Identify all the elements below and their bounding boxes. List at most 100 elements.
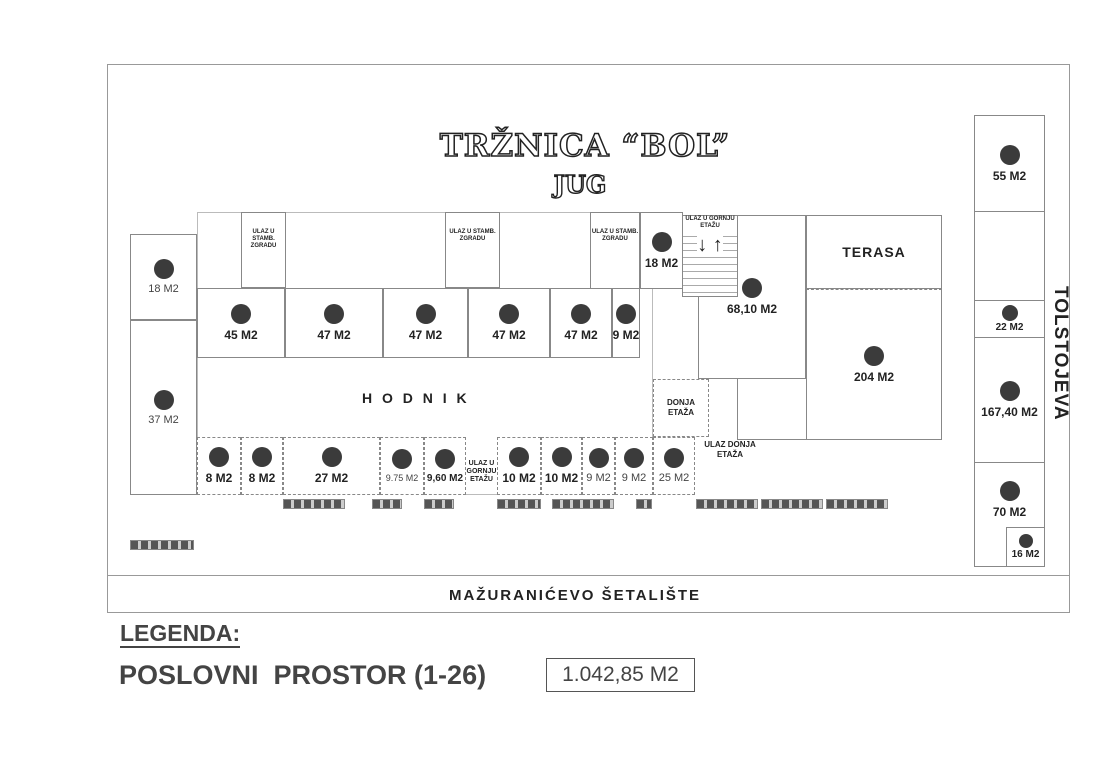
unit-area: 16 M2 [1011, 549, 1040, 560]
street-label-bottom: MAŽURANIĆEVO ŠETALIŠTE [448, 587, 702, 604]
empty-space [974, 211, 1045, 301]
building-entrance: ULAZ U STAMB. ZGRADU [241, 212, 286, 288]
unit-area: 37 M2 [148, 413, 179, 426]
unit-marker-icon [1001, 305, 1018, 321]
unit-marker-icon [664, 448, 684, 468]
lower-floor-label: DONJA ETAŽA [666, 398, 695, 417]
unit-center[interactable]: 68,10 M2 [698, 215, 806, 379]
unit-marker-icon [209, 447, 229, 467]
upper-entrance-label: ULAZ U GORNJU ETAŽU [466, 460, 497, 483]
unit-marker-icon [616, 304, 636, 324]
window-display [372, 499, 402, 509]
unit-area: 204 M2 [853, 369, 895, 384]
unit-area: 22 M2 [995, 322, 1024, 333]
unit[interactable]: 167,40 M2 [974, 337, 1045, 463]
building-entrance: ULAZ U STAMB. ZGRADU [590, 212, 640, 289]
unit-marker-icon [415, 304, 436, 324]
unit[interactable]: 47 M2 [550, 288, 612, 358]
unit[interactable]: 18 M2 [640, 212, 683, 289]
unit[interactable]: 27 M2 [283, 437, 380, 495]
unit-marker-icon [324, 304, 344, 324]
unit[interactable]: 47 M2 [468, 288, 550, 358]
unit-marker-icon [231, 304, 251, 324]
unit[interactable]: 8 M2 [197, 437, 241, 495]
unit-area: 25 M2 [658, 472, 690, 484]
unit[interactable]: 22 M2 [974, 300, 1045, 338]
hall-extension [737, 379, 807, 440]
unit-marker-icon [999, 481, 1020, 501]
unit-area: 9 M2 [586, 472, 611, 484]
unit-area: 18 M2 [644, 255, 679, 270]
unit[interactable]: 47 M2 [285, 288, 383, 358]
unit[interactable]: 8 M2 [241, 437, 283, 495]
unit-area: 9.75 M2 [385, 473, 419, 483]
unit-marker-icon [153, 389, 174, 410]
unit-marker-icon [252, 447, 272, 467]
unit[interactable]: 9 M2 [615, 437, 653, 495]
unit-marker-icon [624, 448, 644, 468]
unit-area: 27 M2 [314, 471, 349, 485]
unit-area: 10 M2 [502, 471, 536, 485]
window-display [424, 499, 454, 509]
window-display [761, 499, 823, 509]
terrace-label: TERASA [842, 244, 906, 260]
unit-hall[interactable]: 204 M2 [806, 289, 942, 440]
unit-area: 55 M2 [992, 168, 1027, 183]
unit[interactable]: 9.75 M2 [380, 437, 424, 495]
window-display [636, 499, 652, 509]
unit-left-top[interactable]: 18 M2 [130, 234, 197, 320]
window-display [497, 499, 541, 509]
unit[interactable]: 16 M2 [1006, 527, 1045, 567]
unit[interactable]: 9 M2 [612, 288, 640, 358]
unit[interactable]: 45 M2 [197, 288, 285, 358]
unit-area: 9 M2 [621, 472, 647, 484]
plan-title: TRŽNICA “BOL” [439, 127, 731, 165]
unit-area: 167,40 M2 [981, 405, 1038, 419]
unit-marker-icon [509, 447, 529, 467]
unit-marker-icon [392, 449, 412, 469]
unit[interactable]: 25 M2 [653, 437, 695, 495]
unit-area: 8 M2 [248, 471, 276, 485]
unit-area: 9,60 M2 [426, 472, 464, 484]
unit-area: 47 M2 [564, 328, 598, 342]
unit-area: 68,10 M2 [726, 302, 778, 316]
unit-area: 70 M2 [992, 505, 1027, 519]
unit-area: 9 M2 [612, 328, 640, 342]
unit[interactable]: 9,60 M2 [424, 437, 466, 495]
plan-subtitle: JUG [553, 169, 607, 199]
unit-marker-icon [999, 381, 1020, 401]
site-frame [107, 64, 1070, 613]
unit-area: 47 M2 [492, 328, 526, 342]
building-entrance: ULAZ U STAMB. ZGRADU [445, 212, 500, 288]
lower-floor: DONJA ETAŽA [653, 379, 709, 437]
unit-marker-icon [571, 304, 591, 324]
unit-marker-icon [588, 448, 609, 468]
window-display [130, 540, 194, 550]
unit-marker-icon [651, 231, 672, 252]
corridor-label: H O D N I K [362, 390, 470, 406]
building-entrance-label: ULAZ U STAMB. ZGRADU [449, 229, 496, 242]
building-entrance-label: ULAZ U STAMB. ZGRADU [250, 229, 277, 249]
unit-area: 10 M2 [544, 471, 579, 485]
window-display [826, 499, 888, 509]
unit[interactable]: 55 M2 [974, 115, 1045, 212]
unit[interactable]: 47 M2 [383, 288, 468, 358]
street-label-right: TOLSTOJEVA [1050, 286, 1071, 421]
unit[interactable]: 10 M2 [497, 437, 541, 495]
window-display [283, 499, 345, 509]
unit-area: 8 M2 [205, 471, 233, 485]
unit-area: 18 M2 [148, 283, 179, 295]
unit-area: 45 M2 [224, 328, 258, 342]
unit[interactable]: 9 M2 [582, 437, 615, 495]
terrace: TERASA [806, 215, 942, 289]
unit-area: 47 M2 [317, 328, 351, 342]
unit-marker-icon [321, 447, 342, 467]
window-display [552, 499, 614, 509]
unit-marker-icon [1018, 534, 1033, 548]
legend-heading: LEGENDA: [120, 620, 241, 648]
unit-left-big[interactable]: 37 M2 [130, 320, 197, 495]
lower-entrance-label: ULAZ DONJA ETAŽA [704, 440, 756, 459]
unit[interactable]: 10 M2 [541, 437, 582, 495]
legend-label: POSLOVNI PROSTOR (1-26) [119, 660, 487, 690]
legend-total: 1.042,85 M2 [546, 658, 695, 692]
